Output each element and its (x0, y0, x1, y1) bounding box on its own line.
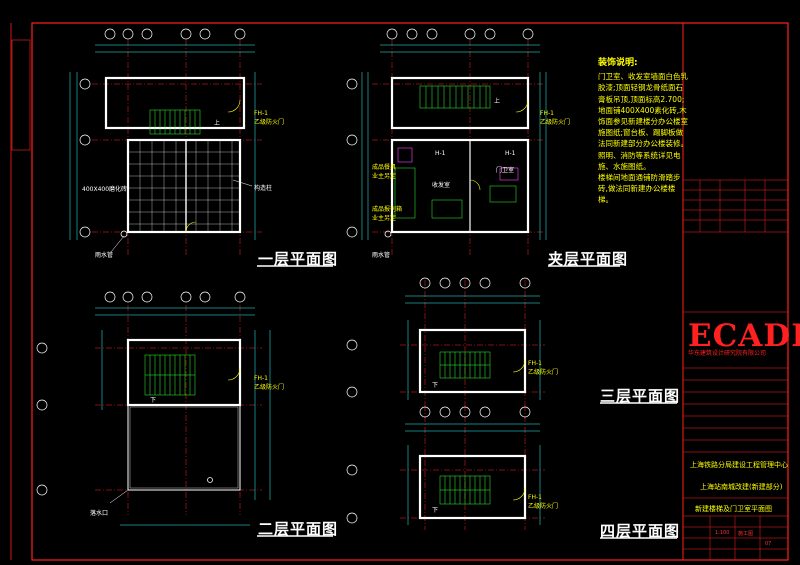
label-door-third: FH-1 乙级防火门 (528, 360, 559, 376)
label-down-second: 下 (150, 397, 157, 404)
decoration-notes: 装饰说明: 门卫室、收发室墙面白色乳胶漆;顶面轻钢龙骨纸面石膏板吊顶,顶面标高2… (598, 58, 690, 206)
label-locker-1: 成品餐具 业主另定 (372, 164, 397, 180)
label-door-mezz: FH-1 乙级防火门 (540, 110, 571, 126)
label-door-first: FH-1 乙级防火门 (254, 110, 285, 126)
label-h1-b: H-1 (505, 150, 516, 157)
fourth-floor-plan (346, 405, 677, 539)
label-door-second: FH-1 乙级防火门 (254, 375, 285, 391)
sheet-number: 07 (765, 541, 772, 547)
stage-value: 施工图 (738, 531, 754, 537)
label-guardroom: 门卫室 (496, 167, 515, 174)
mezzanine-plan (346, 28, 620, 267)
second-floor-plan (36, 291, 333, 537)
notes-line-2: 楼梯间地面通铺防滑踏步砖,做法同新建办公楼楼梯。 (598, 173, 681, 205)
title-mezzanine: 夹层平面图 (548, 250, 629, 268)
notes-heading: 装饰说明: (598, 58, 638, 68)
label-down-third: 下 (432, 382, 439, 389)
client-name: 上海铁路分局建设工程管理中心 (690, 461, 788, 469)
third-floor-plan (346, 277, 677, 405)
notes-line-1: 门卫室、收发室墙面白色乳胶漆;顶面轻钢龙骨纸面石膏板吊顶,顶面标高2.700;地… (598, 72, 688, 171)
project-name: 上海站南城改建(新建部分) (700, 483, 783, 491)
company-name: 华东建筑设计研究院有限公司 (688, 350, 767, 357)
title-second-floor: 二层平面图 (258, 520, 339, 538)
scale-value: 1:100 (715, 530, 730, 536)
label-locker-2: 成品报刊箱 业主另定 (372, 206, 403, 222)
label-mailroom: 收发室 (432, 182, 451, 189)
left-stamp-strip (11, 39, 31, 151)
label-rain-pipe-2: 雨水管 (372, 252, 391, 259)
label-h1-a: H-1 (435, 150, 446, 157)
sheet-border (31, 22, 789, 561)
label-tile: 400X400磨化砖 (82, 186, 128, 193)
drawing-name: 新建楼梯及门卫室平面图 (695, 505, 772, 513)
title-fourth-floor: 四层平面图 (600, 522, 681, 540)
label-frame-pillar: 构造柱 (254, 185, 273, 192)
label-rain-pipe-1: 雨水管 (95, 252, 114, 259)
label-up-first: 上 (214, 120, 221, 127)
label-down-fourth: 下 (432, 507, 439, 514)
title-block-grid (683, 179, 788, 560)
title-first-floor: 一层平面图 (258, 250, 339, 268)
first-floor-plan (69, 28, 333, 267)
label-drain: 落水口 (90, 510, 109, 517)
label-door-fourth: FH-1 乙级防火门 (528, 494, 559, 510)
title-third-floor: 三层平面图 (600, 387, 681, 405)
label-up-mezz: 上 (494, 98, 501, 105)
company-logo: ECADI (688, 318, 800, 354)
